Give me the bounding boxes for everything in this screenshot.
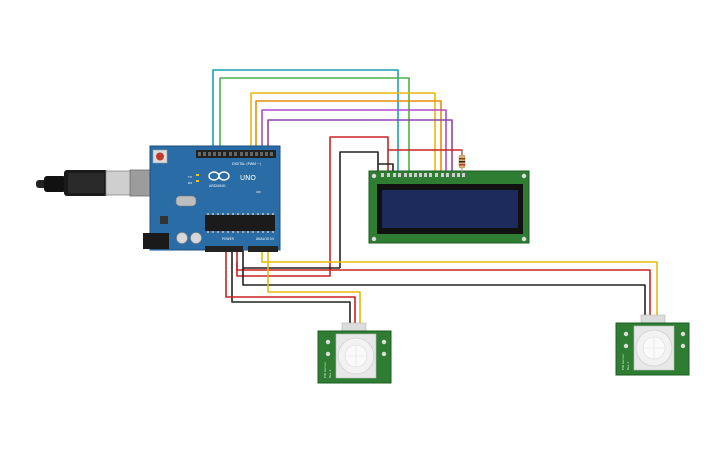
tx-label: TX <box>187 175 192 179</box>
resistor[interactable] <box>458 150 466 172</box>
analog-label: ANALOG IN <box>256 237 274 241</box>
wire-red-5v[interactable] <box>236 250 331 277</box>
rx-label: RX <box>188 181 192 185</box>
pir-left-side-label-2: Rev 1 <box>328 369 332 378</box>
pir-left-side-label: PIR Sensor <box>323 361 327 378</box>
brand-label: ARDUINO <box>209 184 226 188</box>
digital-pins <box>198 152 273 156</box>
pir-right-side-label: PIR Sensor <box>621 353 625 370</box>
microcontroller-chip <box>205 215 275 231</box>
capacitor <box>176 232 188 244</box>
wire-red-pir-right[interactable] <box>236 262 651 318</box>
capacitor <box>190 232 202 244</box>
pir-sensor-left[interactable]: PIR Sensor Rev 1 <box>317 322 392 384</box>
wire-purple-lcd-2[interactable] <box>267 119 453 172</box>
wires <box>212 69 658 326</box>
wire-red-lcd-power[interactable] <box>329 136 389 268</box>
lcd-pins <box>381 173 465 177</box>
wire-black-lcd-rw[interactable] <box>378 163 394 172</box>
wire-black-lcd-gnd[interactable] <box>339 151 379 268</box>
wire-red-pir-left[interactable] <box>225 250 356 326</box>
lcd-16x2[interactable] <box>368 170 530 244</box>
wire-black-gnd[interactable] <box>242 250 340 269</box>
reset-button-cap[interactable] <box>156 152 164 161</box>
wire-yellow-pir-right[interactable] <box>261 250 658 318</box>
wire-green-lcd[interactable] <box>219 77 410 172</box>
power-label: POWER <box>222 237 235 241</box>
wire-yellow-lcd[interactable] <box>250 92 436 172</box>
model-label: UNO <box>240 174 256 182</box>
lcd-screen <box>382 190 518 228</box>
regulator <box>160 216 168 224</box>
on-label: ON <box>256 190 261 194</box>
digital-label: DIGITAL (PWM ~) <box>232 162 262 166</box>
arduino-uno[interactable]: DIGITAL (PWM ~) ARDUINO UNO TX RX ON <box>143 145 281 252</box>
usb-cable <box>36 169 165 197</box>
pir-right-side-label-2: Rev 1 <box>626 361 630 370</box>
analog-header <box>248 246 278 252</box>
wire-orange-lcd[interactable] <box>255 100 442 172</box>
crystal <box>175 195 197 207</box>
wire-purple-lcd-1[interactable] <box>261 109 447 172</box>
arduino-logo-icon <box>208 171 230 181</box>
wire-black-pir-right[interactable] <box>242 268 646 318</box>
pir-sensor-right[interactable]: PIR Sensor Rev 1 <box>615 314 690 376</box>
power-jack <box>143 233 169 249</box>
wire-red-lcd-backlight[interactable] <box>388 149 463 158</box>
wire-teal-lcd[interactable] <box>212 69 399 172</box>
wire-black-pir-left[interactable] <box>231 250 351 326</box>
power-header <box>205 246 243 252</box>
wire-yellow-pir-left[interactable] <box>267 250 361 326</box>
